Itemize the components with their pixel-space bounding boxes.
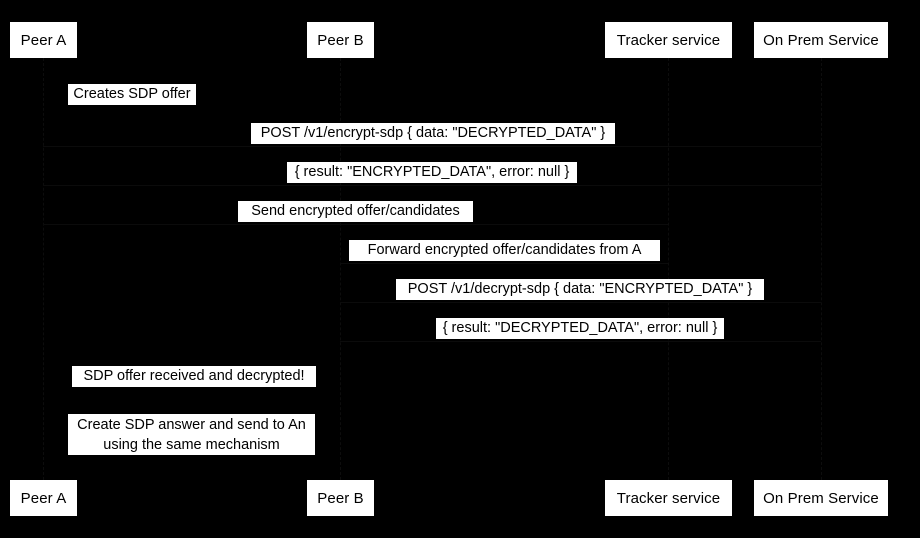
lifeline-peer-b <box>340 58 341 480</box>
message-sdp-offer-received: SDP offer received and decrypted! <box>72 366 316 387</box>
lifeline-on-prem-service <box>821 58 822 480</box>
message-post-encrypt-sdp: POST /v1/encrypt-sdp { data: "DECRYPTED_… <box>251 123 615 144</box>
message-post-decrypt-sdp: POST /v1/decrypt-sdp { data: "ENCRYPTED_… <box>396 279 764 300</box>
lifeline-peer-a <box>43 58 44 480</box>
participant-peer-a-bottom[interactable]: Peer A <box>10 480 77 516</box>
participant-tracker-service-top[interactable]: Tracker service <box>605 22 732 58</box>
lifeline-tracker-service <box>668 58 669 480</box>
message-send-encrypted-offer-arrow <box>43 224 668 225</box>
message-forward-encrypted-offer-arrow <box>340 263 668 264</box>
message-post-encrypt-sdp-arrow <box>43 146 821 147</box>
message-creates-sdp-offer: Creates SDP offer <box>68 84 196 105</box>
participant-peer-b-top[interactable]: Peer B <box>307 22 374 58</box>
message-encrypt-sdp-result-arrow <box>43 185 821 186</box>
message-decrypt-sdp-result-arrow <box>340 341 821 342</box>
message-label: SDP offer received and decrypted! <box>83 368 305 384</box>
participant-peer-b-bottom[interactable]: Peer B <box>307 480 374 516</box>
message-label: POST /v1/encrypt-sdp { data: "DECRYPTED_… <box>260 125 606 141</box>
participant-tracker-service-bottom[interactable]: Tracker service <box>605 480 732 516</box>
participant-label: Peer A <box>20 489 67 507</box>
participant-label: Peer B <box>317 31 364 49</box>
message-encrypt-sdp-result: { result: "ENCRYPTED_DATA", error: null … <box>287 162 577 183</box>
message-label: POST /v1/decrypt-sdp { data: "ENCRYPTED_… <box>407 281 753 297</box>
message-label: Send encrypted offer/candidates <box>251 203 460 219</box>
message-create-sdp-answer: Create SDP answer and send to An using th… <box>68 414 315 455</box>
participant-label: Peer A <box>20 31 67 49</box>
message-line-2: using the same mechanism <box>103 437 280 453</box>
participant-label: Tracker service <box>616 31 721 49</box>
participant-label: On Prem Service <box>763 489 879 507</box>
message-label: { result: "DECRYPTED_DATA", error: null … <box>442 320 718 336</box>
participant-label: Peer B <box>317 489 364 507</box>
message-label: { result: "ENCRYPTED_DATA", error: null … <box>294 164 570 180</box>
message-line-1: Create SDP answer and send to An <box>77 417 306 433</box>
participant-label: Tracker service <box>616 489 721 507</box>
participant-label: On Prem Service <box>763 31 879 49</box>
participant-peer-a-top[interactable]: Peer A <box>10 22 77 58</box>
message-post-decrypt-sdp-arrow <box>340 302 821 303</box>
message-label: Forward encrypted offer/candidates from … <box>367 242 642 258</box>
message-label: Creates SDP offer <box>73 86 191 102</box>
message-send-encrypted-offer: Send encrypted offer/candidates <box>238 201 473 222</box>
message-decrypt-sdp-result: { result: "DECRYPTED_DATA", error: null … <box>436 318 724 339</box>
participant-on-prem-service-bottom[interactable]: On Prem Service <box>754 480 888 516</box>
message-forward-encrypted-offer: Forward encrypted offer/candidates from … <box>349 240 660 261</box>
participant-on-prem-service-top[interactable]: On Prem Service <box>754 22 888 58</box>
